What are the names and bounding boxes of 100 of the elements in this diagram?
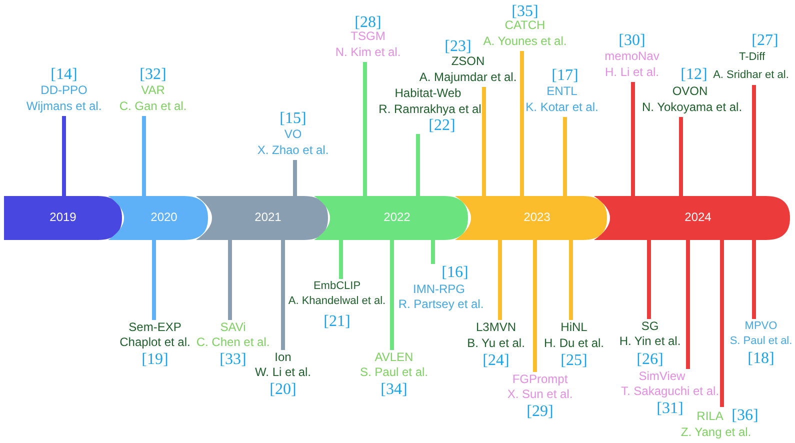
citation-number: [17] xyxy=(552,67,578,84)
citation-number: [14] xyxy=(50,66,78,83)
author-name: S. Paul et al. xyxy=(360,365,428,380)
author-name: A. Majumdar et al. xyxy=(419,70,517,85)
author-name: S. Paul et al. xyxy=(730,334,792,349)
method-name: EmbCLIP xyxy=(313,279,361,294)
citation-number: [26] xyxy=(636,351,664,368)
citation-number: [21] xyxy=(324,313,350,330)
connector-line xyxy=(686,240,690,369)
method-name: L3MVN xyxy=(476,320,516,335)
method-name: DD-PPO xyxy=(40,83,88,98)
citation-number: [24] xyxy=(482,352,510,369)
citation-number: [36] xyxy=(732,407,758,424)
citation-number: [34] xyxy=(380,381,408,398)
connector-line xyxy=(142,116,146,196)
connector-line xyxy=(431,240,435,264)
connector-line xyxy=(563,117,567,196)
citation-number: [20] xyxy=(270,381,296,398)
citation-number: [19] xyxy=(142,351,168,368)
year-label: 2024 xyxy=(684,210,712,225)
connector-line xyxy=(679,117,683,196)
author-name: A. Sridhar et al. xyxy=(713,68,789,83)
method-name: SG xyxy=(641,319,659,334)
author-name: C. Chen et al. xyxy=(196,335,270,350)
connector-line xyxy=(752,85,756,196)
method-name: SimView xyxy=(638,369,686,384)
author-name: H. Li et al. xyxy=(604,65,660,80)
connector-line xyxy=(533,240,537,372)
method-name: TSGM xyxy=(350,29,386,44)
citation-number: [31] xyxy=(656,400,684,417)
connector-line xyxy=(647,240,651,319)
citation-number: [30] xyxy=(618,32,646,49)
method-name: HiNL xyxy=(560,320,588,335)
method-name: MPVO xyxy=(744,319,778,334)
connector-line xyxy=(390,240,394,350)
method-name: IMN-RPG xyxy=(413,282,465,297)
method-name: VAR xyxy=(141,83,165,98)
author-name: A. Younes et al. xyxy=(483,34,567,49)
method-name: OVON xyxy=(672,84,708,99)
connector-line xyxy=(363,62,367,196)
citation-number: [12] xyxy=(680,66,708,83)
method-name: VO xyxy=(284,127,302,142)
connector-line xyxy=(720,240,724,407)
author-name: N. Yokoyama et al. xyxy=(642,100,742,115)
citation-number: [35] xyxy=(512,3,538,20)
connector-line xyxy=(631,82,635,196)
citation-number: [16] xyxy=(442,264,468,281)
citation-number: [18] xyxy=(748,350,774,367)
method-name: Sem-EXP xyxy=(128,320,182,335)
author-name: R. Partsey et al. xyxy=(398,297,484,312)
connector-line xyxy=(569,240,573,320)
citation-number: [28] xyxy=(354,14,382,31)
author-name: X. Sun et al. xyxy=(507,387,573,402)
year-label: 2022 xyxy=(384,210,410,225)
author-name: Chaplot et al. xyxy=(120,335,190,350)
method-name: CATCH xyxy=(504,18,546,33)
method-name: RILA xyxy=(696,409,724,424)
connector-line xyxy=(482,87,486,196)
author-name: R. Ramrakhya et al xyxy=(378,102,482,117)
author-name: C. Gan et al. xyxy=(119,99,187,114)
citation-number: [22] xyxy=(428,117,456,134)
year-label: 2019 xyxy=(50,210,76,225)
connector-line xyxy=(416,134,420,196)
method-name: AVLEN xyxy=(374,350,414,365)
connector-line xyxy=(152,240,156,320)
citation-number: [25] xyxy=(560,352,588,369)
method-name: memoNav xyxy=(604,49,660,64)
author-name: X. Zhao et al. xyxy=(257,143,329,158)
citation-number: [15] xyxy=(280,110,306,127)
method-name: Habitat-Web xyxy=(394,86,462,101)
author-name: N. Kim et al. xyxy=(335,45,401,60)
author-name: Wijmans et al. xyxy=(26,99,102,114)
author-name: B. Yu et al. xyxy=(467,336,525,351)
year-label: 2020 xyxy=(150,210,178,225)
method-name: T-Diff xyxy=(738,50,766,65)
author-name: H. Yin et al. xyxy=(619,334,681,349)
citation-number: [33] xyxy=(220,351,246,368)
author-name: W. Li et al. xyxy=(254,365,312,380)
author-name: Z. Yang et al. xyxy=(680,425,752,440)
citation-number: [29] xyxy=(526,403,554,420)
year-label: 2021 xyxy=(254,210,282,225)
connector-line xyxy=(520,51,524,196)
connector-line xyxy=(281,240,285,350)
method-name: Ion xyxy=(274,350,292,365)
connector-line xyxy=(498,240,502,320)
connector-line xyxy=(228,240,232,320)
author-name: H. Du et al. xyxy=(544,336,604,351)
method-name: SAVi xyxy=(220,320,246,335)
year-label: 2023 xyxy=(524,210,550,225)
citation-number: [27] xyxy=(752,32,778,49)
method-name: FGPrompt xyxy=(512,372,568,387)
author-name: K. Kotar et al. xyxy=(526,100,598,115)
connector-line xyxy=(752,240,756,319)
connector-line xyxy=(293,160,297,196)
author-name: A. Khandelwal et al. xyxy=(288,294,386,309)
connector-line xyxy=(62,116,66,196)
author-name: T. Sakaguchi et al. xyxy=(620,384,720,399)
connector-line xyxy=(339,240,343,279)
citation-number: [32] xyxy=(140,66,166,83)
method-name: ZSON xyxy=(451,54,485,69)
